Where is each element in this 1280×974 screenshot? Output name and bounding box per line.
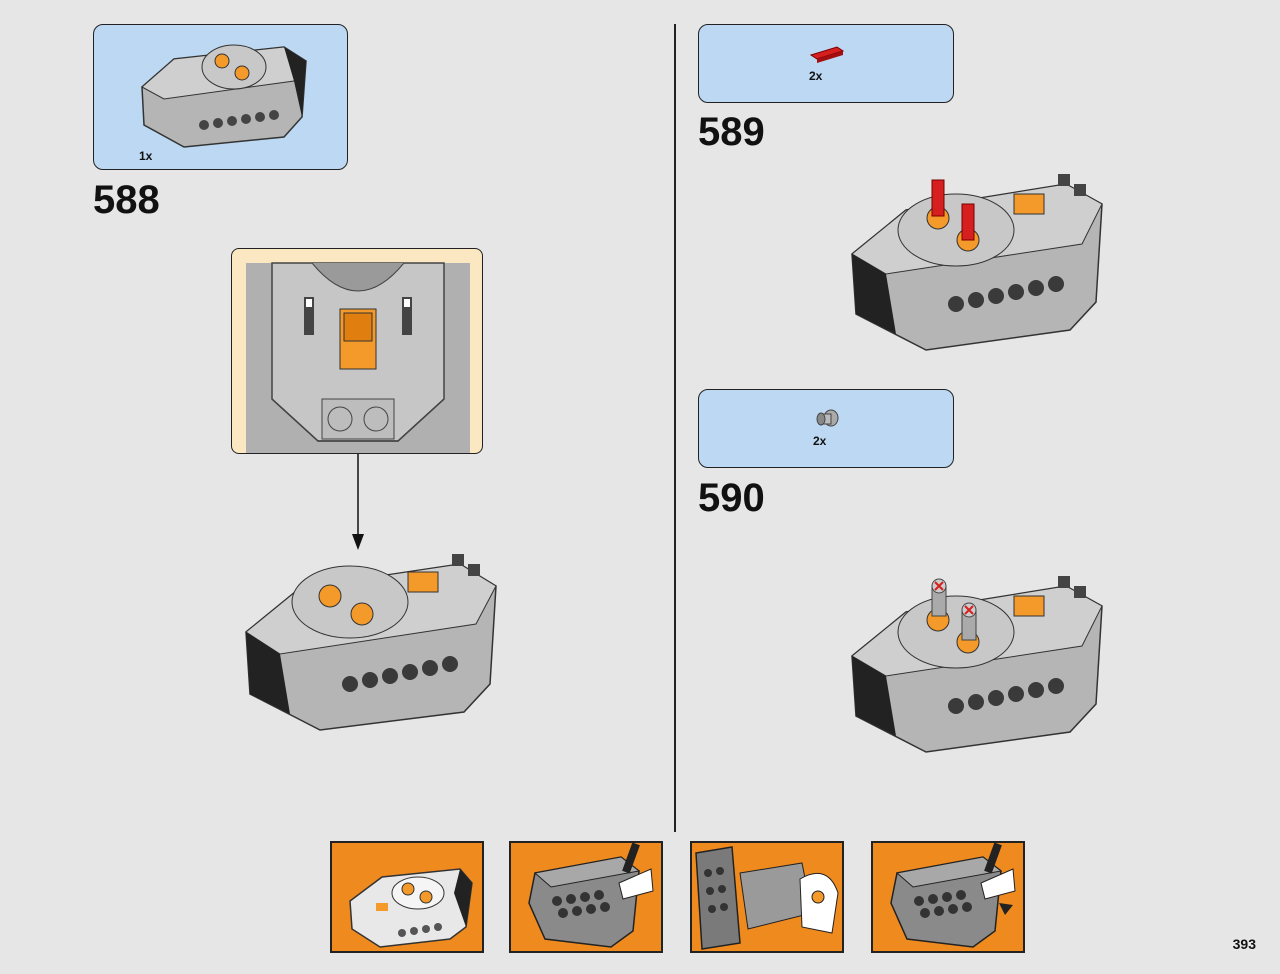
- callout-arrow: [352, 454, 364, 550]
- sequence-panel-2: [509, 841, 663, 953]
- battery-box-assembly-588: [245, 554, 497, 731]
- step-number-589: 589: [698, 110, 765, 154]
- battery-box-assembly-589: [851, 174, 1103, 351]
- sequence-panel-1: [330, 841, 484, 953]
- column-divider: [674, 24, 676, 832]
- part-quantity: 2x: [813, 434, 827, 448]
- parts-list-589: 2x: [698, 24, 954, 103]
- part-quantity: 1x: [139, 149, 153, 163]
- gray-bushing-part-icon: [816, 409, 839, 427]
- part-quantity: 2x: [809, 69, 823, 83]
- red-axle-connector-part-icon: [809, 46, 845, 63]
- step-number-590: 590: [698, 476, 765, 520]
- sequence-panel-3: [690, 841, 844, 953]
- parts-list-588: 1x: [93, 24, 348, 170]
- battery-switch-detail-icon: [246, 262, 470, 453]
- close-battery-cover-icon: [890, 843, 1016, 948]
- open-battery-compartment-icon: [695, 846, 839, 950]
- battery-box-assembly-590: [851, 576, 1103, 753]
- step-number-588: 588: [93, 178, 160, 222]
- parts-list-590: 2x: [698, 389, 954, 468]
- sequence-panel-4: [871, 841, 1025, 953]
- battery-box-part-icon: [141, 44, 307, 148]
- battery-box-icon: [349, 868, 473, 948]
- page-number: 393: [1232, 936, 1256, 952]
- detail-callout: [231, 248, 483, 454]
- insert-battery-cover-icon: [528, 843, 654, 948]
